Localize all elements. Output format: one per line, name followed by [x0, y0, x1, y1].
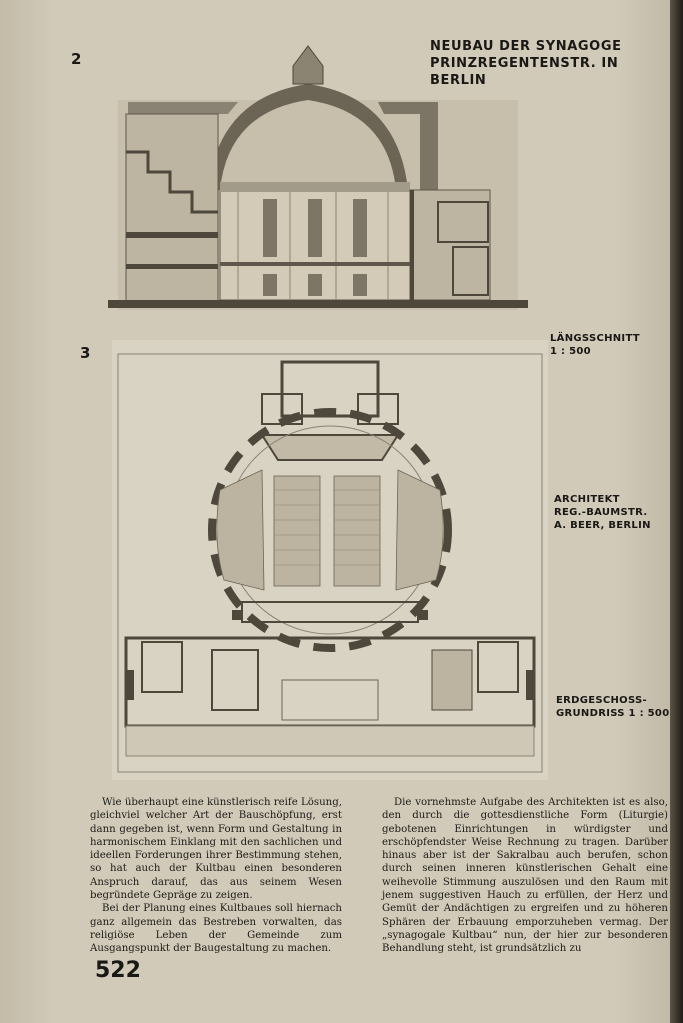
body-paragraph: Die vornehmste Aufgabe des Architekten i… [382, 797, 668, 955]
page-title: NEUBAU DER SYNAGOGE PRINZREGENTENSTR. IN… [430, 38, 670, 89]
section-caption-line-1: LÄNGSSCHNITT [550, 333, 640, 344]
architect-caption-line-2: REG.-BAUMSTR. [554, 507, 648, 518]
section-caption-line-2: 1 : 500 [550, 346, 591, 357]
figure-number-3: 3 [80, 344, 91, 362]
plan-caption-line-1: ERDGESCHOSS- [556, 695, 647, 706]
title-line-1: NEUBAU DER SYNAGOGE [430, 39, 622, 54]
title-line-2: PRINZREGENTENSTR. IN BERLIN [430, 56, 619, 88]
body-paragraph: Wie überhaupt eine künstlerisch reife Lö… [90, 797, 342, 902]
book-edge [670, 0, 683, 1023]
figure-number-2: 2 [71, 50, 82, 68]
longitudinal-section-drawing [108, 45, 528, 310]
page-number: 522 [95, 958, 141, 983]
body-text-left-column: Wie überhaupt eine künstlerisch reife Lö… [90, 796, 342, 956]
architect-caption-line-3: A. BEER, BERLIN [554, 520, 651, 531]
section-caption: LÄNGSSCHNITT 1 : 500 [550, 332, 640, 358]
plan-caption-line-2: GRUNDRISS 1 : 500 [556, 708, 670, 719]
body-text-right-column: Die vornehmste Aufgabe des Architekten i… [382, 796, 668, 956]
plan-caption: ERDGESCHOSS- GRUNDRISS 1 : 500 [556, 694, 669, 720]
body-paragraph: Bei der Planung eines Kultbaues soll hie… [90, 903, 342, 955]
architect-caption: ARCHITEKT REG.-BAUMSTR. A. BEER, BERLIN [554, 493, 651, 532]
ground-floor-plan-drawing [112, 340, 548, 780]
architect-caption-line-1: ARCHITEKT [554, 494, 620, 505]
